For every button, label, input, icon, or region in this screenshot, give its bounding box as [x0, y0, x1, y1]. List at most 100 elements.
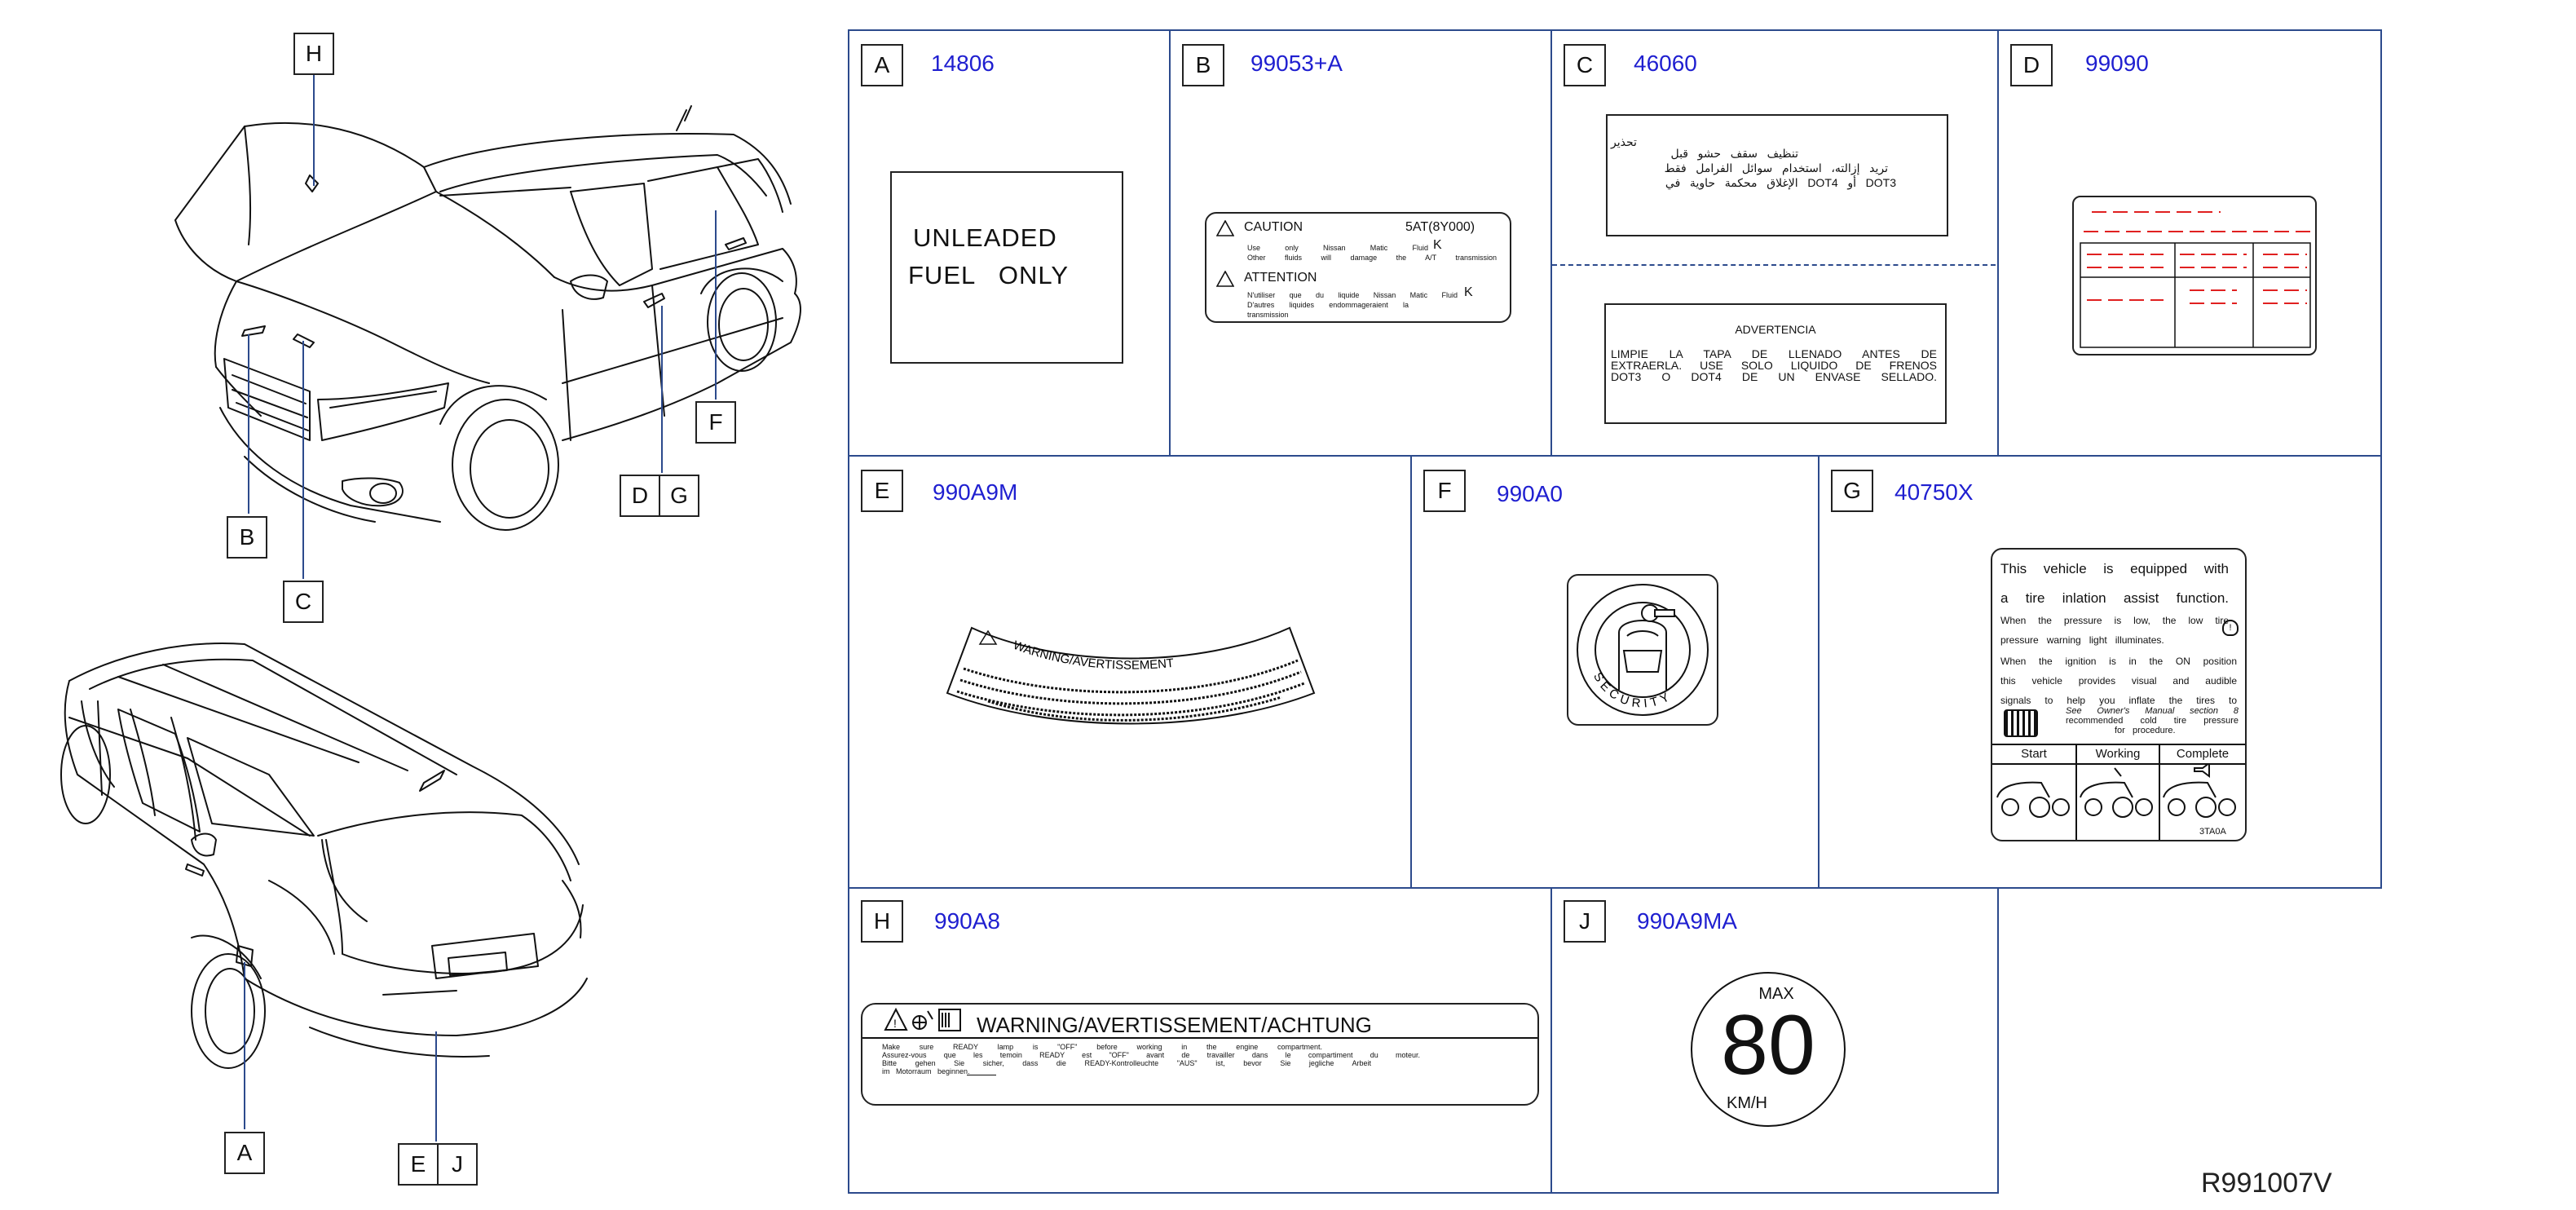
panel-e-letter: E — [861, 470, 903, 512]
tia-line-3: When the pressure is low, the low tire — [2000, 615, 2229, 626]
grid-row1-bottom — [848, 455, 2382, 457]
arabic-line-3: تريد إزالته، استخدام سوائل الفرامل فقط — [1664, 161, 1888, 174]
svg-text:!: ! — [893, 1017, 897, 1030]
panel-f-letter: F — [1423, 470, 1466, 512]
callout-h: H — [293, 33, 334, 75]
arabic-line-1: تحذير — [1611, 135, 1637, 148]
brake-fluid-arabic-label: تحذير تنظيف سقف حشو قبل تريد إزالته، است… — [1606, 114, 1948, 236]
ready-lamp-warning-label: ! WARNING/AVERTISSEMENT/ACHTUNG Make sur… — [861, 1003, 1539, 1106]
grid-v-ef — [1410, 455, 1412, 889]
panel-c: C 46060 تحذير تنظيف سقف حشو قبل تريد إزا… — [1552, 31, 1997, 455]
panel-h-letter: H — [861, 900, 903, 943]
attention-k-2: K — [1464, 285, 1473, 299]
unleaded-line-1: UNLEADED — [913, 223, 1057, 252]
spanish-line-1: LIMPIE LA TAPA DE LLENADO ANTES DE — [1611, 347, 1937, 360]
caution-warning-icon — [1216, 220, 1234, 236]
tia-line-5: When the ignition is in the ON position — [2000, 656, 2237, 667]
tia-step-graphics — [1996, 765, 2236, 818]
panel-f: F 990A0 SECURITY — [1412, 457, 1818, 887]
grid-v-cd — [1997, 29, 1999, 457]
speed-max-text: MAX — [1758, 985, 1794, 1003]
callout-a: A — [224, 1132, 265, 1174]
tire-inflation-label: This vehicle is equipped with a tire inl… — [1991, 548, 2247, 841]
grid-row3-bottom — [848, 1192, 1999, 1194]
tia-line-9: recommended cold tire pressure — [2066, 716, 2239, 726]
speed-value: 80 — [1721, 998, 1815, 1093]
callout-g: G — [659, 475, 699, 517]
speed-limit-label: MAX 80 KM/H — [1691, 972, 1846, 1127]
caution-text-2: Other fluids will damage the A/T transmi… — [1247, 254, 1497, 262]
ready-warning-title: WARNING/AVERTISSEMENT/ACHTUNG — [977, 1013, 1372, 1037]
grid-v-bc — [1550, 29, 1552, 457]
tia-step-complete: Complete — [2176, 747, 2230, 761]
security-label: SECURITY — [1567, 574, 1718, 726]
callout-f: F — [695, 401, 736, 444]
panel-f-code: 990A0 — [1497, 481, 1563, 506]
grid-v-ab — [1169, 29, 1171, 457]
callout-e: E — [398, 1143, 439, 1186]
tia-step-divider-2 — [2159, 745, 2160, 840]
callout-d: D — [620, 475, 660, 517]
panel-a-letter: A — [861, 44, 903, 86]
security-text: SECURITY — [1590, 670, 1675, 711]
spanish-line-3: DOT3 O DOT4 DE UN ENVASE SELLADO. — [1611, 370, 1937, 383]
grid-border-right — [2380, 29, 2382, 889]
panel-d-letter: D — [2010, 44, 2053, 86]
panel-d: D 99090 — [1999, 31, 2380, 455]
panel-b: B 99053+A CAUTION 5AT(8Y000) Use only Ni… — [1171, 31, 1550, 455]
attention-text-2: D'autres liquides endommageraient la — [1247, 301, 1409, 309]
tia-line-10: for procedure. — [2115, 726, 2176, 735]
panel-b-code: 99053+A — [1251, 51, 1343, 76]
speed-unit: KM/H — [1727, 1094, 1767, 1112]
attention-heading: ATTENTION — [1244, 271, 1317, 285]
grid-border-left — [848, 29, 849, 1194]
panel-g: G 40750X This vehicle is equipped with a… — [1820, 457, 2380, 887]
panel-c-dashed-divider — [1552, 264, 1996, 266]
attention-text-1: N'utiliser que du liquide Nissan Matic F… — [1247, 291, 1458, 299]
tia-line-6: this vehicle provides visual and audible — [2000, 675, 2237, 687]
panel-j: J 990A9MA MAX 80 KM/H — [1552, 889, 1997, 1192]
ready-line-2: Assurez-vous que les temoin READY est "O… — [882, 1051, 1420, 1059]
panel-b-letter: B — [1182, 44, 1224, 86]
grid-border-top — [848, 29, 2382, 31]
tia-line-7: signals to help you inflate the tires to — [2000, 695, 2237, 706]
drawing-code: R991007V — [2201, 1168, 2332, 1199]
grid-v-hj — [1550, 887, 1552, 1194]
panel-j-letter: J — [1564, 900, 1606, 943]
grid-row2-bottom — [848, 887, 2382, 889]
ready-line-1: Make sure READY lamp is "OFF" before wor… — [882, 1043, 1322, 1051]
callout-c: C — [283, 581, 324, 623]
ready-line-3: Bitte gehen Sie sicher, dass die READY-K… — [882, 1059, 1371, 1067]
caution-atf-label: CAUTION 5AT(8Y000) Use only Nissan Matic… — [1205, 212, 1511, 323]
curved-warning-label: WARNING/AVERTISSEMENT — [946, 626, 1316, 725]
tia-low-pressure-icon: ! — [2222, 620, 2239, 636]
attention-warning-icon — [1216, 271, 1234, 287]
unleaded-fuel-label: UNLEADED FUEL ONLY — [890, 171, 1123, 364]
grid-v-fg — [1818, 455, 1820, 889]
caution-heading: CAUTION — [1244, 220, 1303, 234]
vehicle-front-drawing — [60, 75, 801, 1142]
unleaded-line-2: FUEL ONLY — [908, 261, 1070, 289]
panel-d-code: 99090 — [2085, 51, 2149, 76]
grid-v-j-right — [1997, 887, 1999, 1194]
callout-j: J — [437, 1143, 478, 1186]
tire-placard-label — [2072, 196, 2317, 355]
spanish-line-2: EXTRAERLA. USE SOLO LIQUIDO DE FRENOS — [1611, 359, 1937, 372]
tia-step-start: Start — [2021, 747, 2047, 761]
arabic-line-4: DOT3 أو DOT4 الإغلاق محكمة حاوية في — [1665, 176, 1896, 189]
arabic-line-2: تنظيف سقف حشو قبل — [1670, 147, 1798, 160]
panel-e: E 990A9M WARNING/AVERTISSEMENT — [849, 457, 1410, 887]
tia-step-working: Working — [2095, 747, 2141, 761]
caution-k-1: K — [1433, 238, 1442, 252]
panel-e-code: 990A9M — [933, 479, 1018, 505]
panel-c-letter: C — [1564, 44, 1606, 86]
panel-j-code: 990A9MA — [1637, 908, 1737, 934]
tia-line-2: a tire inlation assist function. — [2000, 590, 2229, 606]
caution-model: 5AT(8Y000) — [1405, 220, 1475, 234]
attention-text-3: transmission — [1247, 311, 1289, 319]
tia-line-1: This vehicle is equipped with — [2000, 561, 2229, 576]
tia-step-header-line — [1992, 763, 2245, 765]
tia-steps-table: Start Working Complete 3TA0A — [1992, 744, 2245, 840]
engine-fan-icon — [912, 1010, 933, 1030]
callout-b: B — [227, 516, 267, 559]
